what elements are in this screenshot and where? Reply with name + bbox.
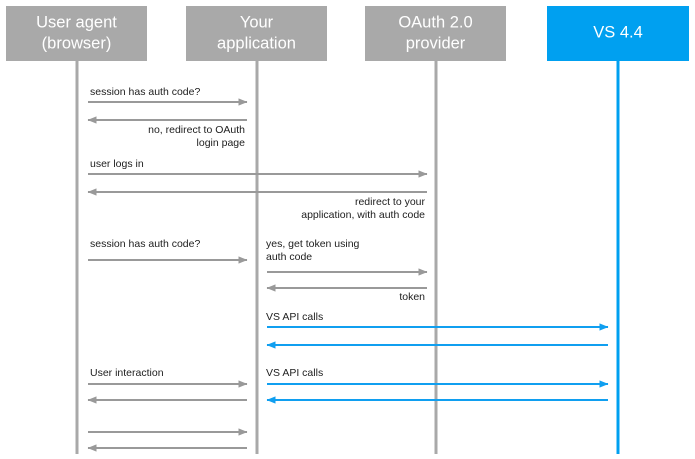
message-label: token — [399, 291, 425, 303]
actor-box-background — [365, 6, 506, 61]
message-label: user logs in — [90, 158, 144, 170]
message-label-line: yes, get token using — [266, 238, 360, 250]
message-label: session has auth code? — [90, 238, 200, 250]
message-label-line: redirect to your — [355, 196, 426, 208]
message-m3: user logs in — [88, 158, 428, 178]
actor-box-user-agent[interactable]: User agent (browser) — [6, 6, 147, 61]
message-label: session has auth code? — [90, 86, 200, 98]
message-label-line: no, redirect to OAuth — [148, 124, 245, 136]
message-label-line: token — [399, 291, 425, 303]
message-label-line: VS API calls — [266, 367, 323, 379]
actor-box-background — [186, 6, 327, 61]
actor-label-line1: Your — [240, 14, 274, 32]
message-label-line: VS API calls — [266, 311, 323, 323]
actor-label-line1: VS 4.4 — [593, 24, 643, 42]
message-label-line: user logs in — [90, 158, 144, 170]
message-m1: session has auth code? — [88, 86, 248, 106]
actor-label: VS 4.4 — [593, 24, 643, 42]
actor-label-line2: application — [217, 35, 296, 53]
message-label-line: login page — [197, 137, 246, 149]
message-label-line: User interaction — [90, 367, 164, 379]
actor-boxes-group: User agent (browser) Your application OAuth … — [6, 6, 689, 61]
message-label-line: application, with auth code — [301, 209, 425, 221]
actor-box-vs-44[interactable]: VS 4.4 — [547, 6, 689, 61]
message-label: VS API calls — [266, 311, 323, 323]
message-label-line: session has auth code? — [90, 238, 200, 250]
actor-label-line1: OAuth 2.0 — [398, 14, 472, 32]
actor-box-background — [547, 6, 689, 61]
actor-label: User agent (browser) — [36, 14, 117, 53]
actor-box-background — [6, 6, 147, 61]
message-m10: User interaction — [88, 367, 248, 388]
messages-group: session has auth code? no, redirect to OA… — [87, 86, 609, 452]
actor-box-oauth-provider[interactable]: OAuth 2.0 provider — [365, 6, 506, 61]
message-m11: VS API calls — [266, 367, 609, 388]
message-m5: session has auth code? — [88, 238, 248, 264]
actor-box-your-application[interactable]: Your application — [186, 6, 327, 61]
message-label-line: auth code — [266, 251, 312, 263]
message-label-line: session has auth code? — [90, 86, 200, 98]
actor-label: Your application — [217, 14, 296, 53]
lifelines-group — [75, 61, 620, 454]
message-label: User interaction — [90, 367, 164, 379]
actor-label-line1: User agent — [36, 14, 117, 32]
actor-label: OAuth 2.0 provider — [398, 14, 472, 53]
message-label: VS API calls — [266, 367, 323, 379]
actor-label-line2: (browser) — [42, 35, 112, 53]
actor-label-line2: provider — [406, 35, 466, 53]
message-m8: VS API calls — [266, 311, 609, 331]
message-m7: token — [266, 284, 427, 303]
